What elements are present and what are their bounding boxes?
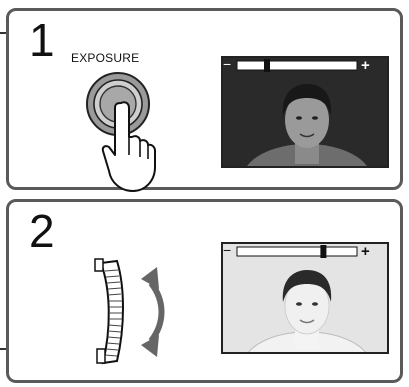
double-arrow-icon — [135, 261, 175, 361]
step-1-panel: 1 EXPOSURE − + — [6, 8, 403, 190]
minus-symbol: − — [223, 58, 231, 72]
viewfinder-screen-1: − + — [221, 56, 389, 168]
exposure-level-marker — [320, 245, 326, 258]
portrait-photo-icon — [223, 58, 389, 168]
exposure-level-marker — [264, 59, 270, 72]
viewfinder-screen-2: − + — [221, 242, 389, 354]
exposure-button[interactable] — [85, 71, 155, 141]
pointing-hand-icon — [99, 99, 169, 199]
step-2-panel: 2 — [6, 199, 403, 383]
exposure-bar-1: − + — [223, 58, 375, 72]
exposure-button-label: EXPOSURE — [71, 51, 139, 65]
control-dial[interactable] — [91, 257, 171, 365]
step-1-number: 1 — [29, 17, 55, 63]
step-2-number: 2 — [29, 208, 55, 254]
exposure-bar-2: − + — [223, 244, 375, 258]
plus-symbol: + — [361, 244, 370, 258]
portrait-photo-icon-bright — [223, 244, 389, 354]
minus-symbol: − — [223, 244, 231, 258]
plus-symbol: + — [361, 58, 370, 72]
